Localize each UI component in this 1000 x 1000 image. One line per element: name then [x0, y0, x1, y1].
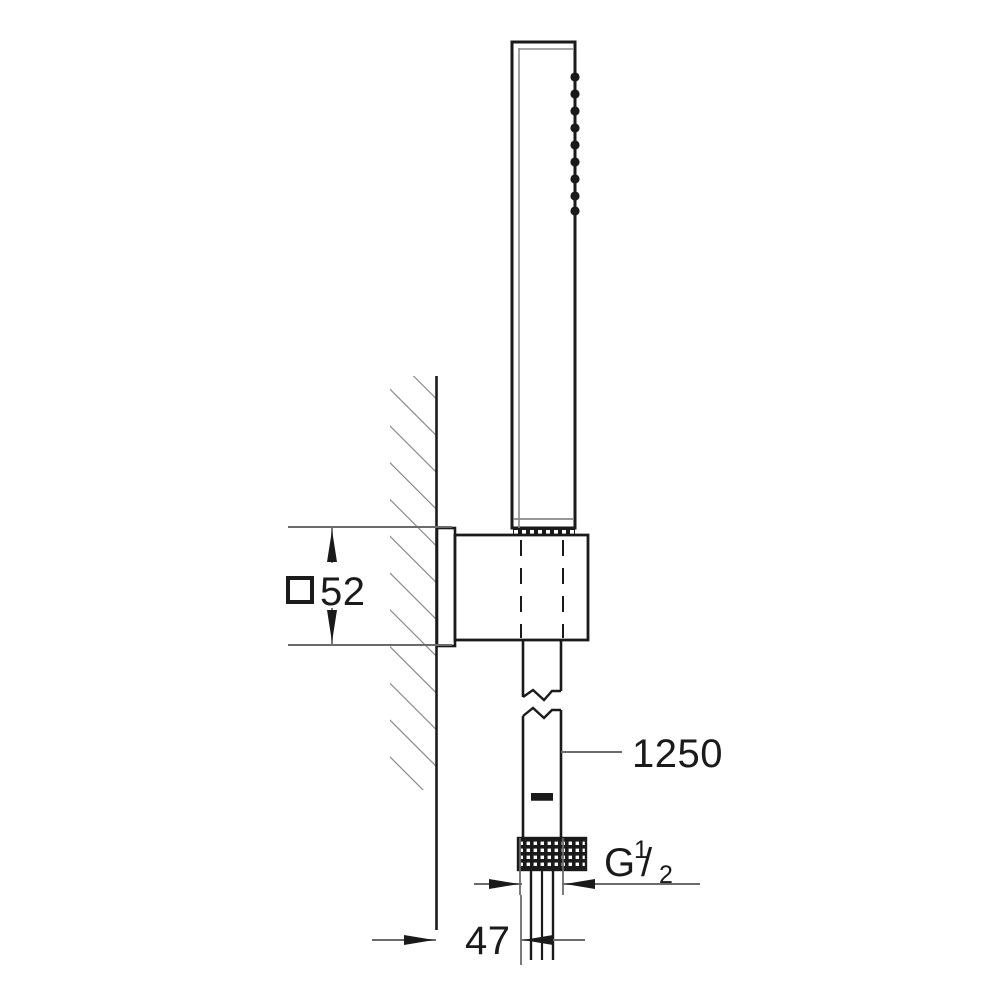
dimension-thread-size: G 1 / 2 [474, 836, 700, 895]
dimension-52-label: 52 [320, 570, 366, 614]
spray-nozzle-row [570, 72, 580, 216]
knurled-connector-nut [516, 836, 588, 872]
thread-label-g: G [604, 841, 636, 885]
square-hand-shower [510, 40, 580, 535]
dimension-1250-label: 1250 [632, 732, 723, 776]
hose-break-symbol [522, 688, 561, 720]
shower-handle-collar [513, 518, 575, 535]
dimension-47-label: 47 [465, 919, 511, 963]
dimension-projection: 47 [372, 895, 585, 965]
thread-label-slash: / [641, 841, 653, 885]
dimension-hose-length: 1250 [561, 732, 723, 776]
shower-holder-block [453, 533, 590, 642]
wall-section-hatched [390, 376, 438, 930]
thread-label-denominator: 2 [659, 861, 673, 889]
hose-sleeve [531, 793, 553, 801]
shower-hose [516, 640, 588, 960]
wall-escutcheon [435, 526, 457, 648]
square-section-symbol [286, 576, 314, 604]
thread-label-numerator: 1 [634, 836, 648, 864]
dimension-holder-height: 52 [286, 526, 452, 646]
